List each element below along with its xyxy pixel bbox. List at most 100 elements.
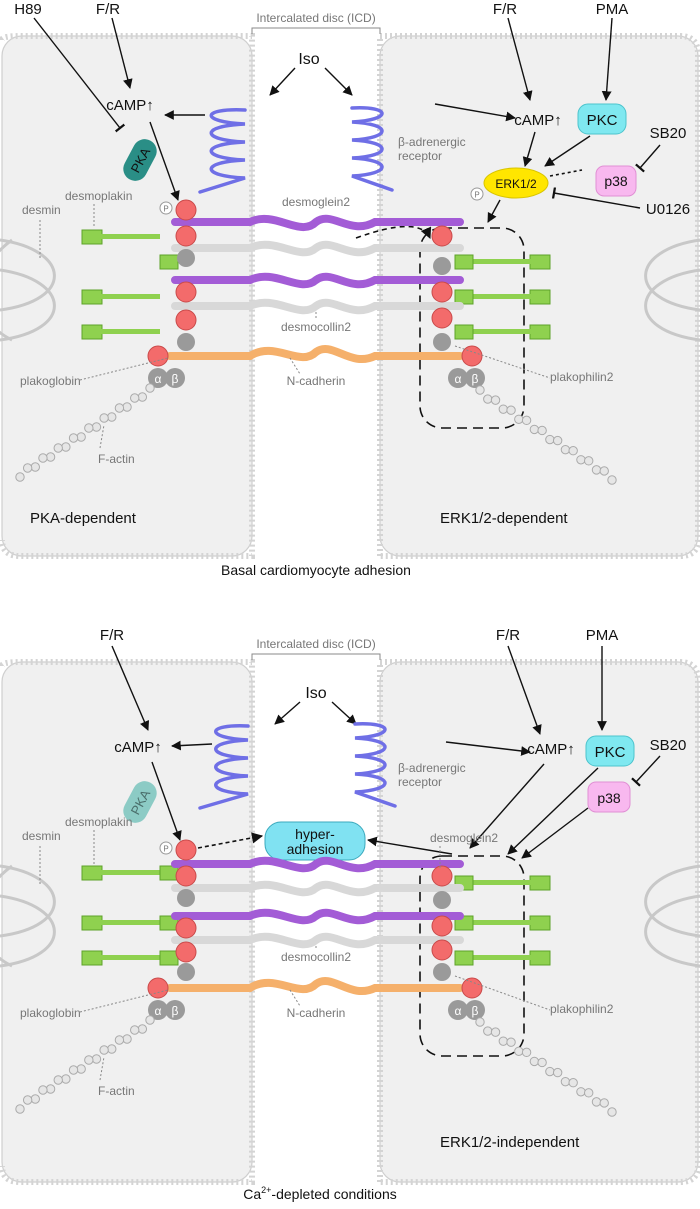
actin-bead bbox=[76, 1064, 86, 1074]
fr-right: F/R bbox=[493, 1, 517, 18]
actin-bead bbox=[514, 414, 524, 424]
hyper-label-1: hyper- bbox=[295, 826, 335, 842]
icd-bracket bbox=[251, 27, 381, 34]
plaque-left bbox=[175, 839, 197, 981]
ncadherin-band bbox=[166, 344, 464, 364]
receptor-right bbox=[353, 722, 397, 808]
actin-bead bbox=[107, 412, 117, 422]
actin-bead bbox=[475, 385, 485, 395]
u0126-label: U0126 bbox=[646, 201, 690, 218]
actin-bead bbox=[568, 1078, 578, 1088]
actin-bead bbox=[99, 413, 109, 423]
alpha-right: α bbox=[455, 1004, 462, 1018]
desmin-left bbox=[0, 864, 56, 968]
phospho-left bbox=[159, 201, 173, 215]
actin-bead bbox=[61, 442, 71, 452]
alpha-right: α bbox=[455, 372, 462, 386]
label-desmoglein2: desmoglein2 bbox=[430, 831, 498, 845]
actin-bead bbox=[490, 1027, 501, 1037]
iso-label: Iso bbox=[305, 685, 326, 702]
actin-bead bbox=[591, 465, 602, 475]
desmoglein2-b bbox=[171, 908, 464, 925]
mode-left: PKA-dependent bbox=[30, 510, 137, 527]
actin-bead bbox=[599, 1098, 609, 1108]
actin-bead bbox=[15, 472, 25, 482]
label-desmocollin2: desmocollin2 bbox=[281, 320, 351, 334]
actin-bead bbox=[514, 1046, 524, 1056]
actin-bead bbox=[22, 1095, 33, 1105]
desmocollin2-a bbox=[171, 240, 464, 257]
actin-bead bbox=[122, 1034, 132, 1044]
erk-label: ERK1/2 bbox=[495, 177, 537, 191]
actin-bead bbox=[84, 1055, 94, 1065]
mode-right: ERK1/2-independent bbox=[440, 1134, 580, 1151]
actin-bead bbox=[498, 1036, 508, 1046]
erk-independent-region bbox=[419, 855, 525, 1057]
actin-bead bbox=[475, 1017, 485, 1027]
actin-bead bbox=[576, 1087, 586, 1097]
actin-bead bbox=[53, 443, 63, 453]
pkc-label: PKC bbox=[595, 744, 626, 761]
actin-bead bbox=[137, 1024, 148, 1034]
receptor-label-2: receptor bbox=[398, 775, 442, 789]
camp-left: cAMP↑ bbox=[106, 97, 154, 114]
factin-right bbox=[475, 1017, 617, 1117]
desmoglein2-a bbox=[171, 856, 464, 873]
actin-bead bbox=[607, 475, 617, 485]
sb20-label: SB20 bbox=[650, 737, 687, 754]
actin-bead bbox=[545, 434, 555, 445]
actin-bead bbox=[591, 1097, 602, 1107]
fr-left: F/R bbox=[100, 627, 124, 644]
label-desmin: desmin bbox=[22, 203, 61, 217]
h89-label: H89 bbox=[14, 1, 42, 18]
receptor-left bbox=[198, 724, 250, 810]
receptor-right bbox=[350, 106, 394, 192]
erk-phospho-label: P bbox=[474, 191, 479, 200]
camp-right: cAMP↑ bbox=[514, 112, 562, 129]
factin-left bbox=[15, 1015, 155, 1114]
actin-bead bbox=[483, 394, 493, 404]
actin-bead bbox=[45, 1084, 56, 1094]
actin-bead bbox=[537, 1057, 547, 1068]
phospho-left-label: P bbox=[163, 845, 168, 854]
alpha-left: α bbox=[155, 1004, 162, 1018]
actin-bead bbox=[145, 383, 155, 393]
receptor-left bbox=[198, 108, 247, 194]
actin-bead bbox=[130, 393, 140, 403]
actin-bead bbox=[30, 462, 40, 472]
actin-bead bbox=[130, 1025, 140, 1035]
desmocollin2-a bbox=[171, 880, 464, 897]
erk-dependent-region bbox=[419, 227, 525, 429]
label-factin: F-actin bbox=[98, 1084, 135, 1098]
desmoglein2-b bbox=[171, 272, 464, 289]
actin-bead bbox=[53, 1075, 63, 1085]
pma-label: PMA bbox=[596, 1, 629, 18]
beta-right: β bbox=[472, 1004, 479, 1018]
beta-left: β bbox=[172, 1004, 179, 1018]
actin-bead bbox=[529, 1056, 540, 1067]
desmoplakin-right bbox=[470, 254, 551, 340]
actin-bead bbox=[30, 1094, 40, 1104]
label-desmoglein2: desmoglein2 bbox=[282, 195, 350, 209]
fr-right: F/R bbox=[496, 627, 520, 644]
actin-bead bbox=[137, 392, 148, 402]
label-desmoplakin: desmoplakin bbox=[65, 815, 132, 829]
erk-phospho bbox=[470, 187, 484, 201]
p38-node bbox=[595, 165, 637, 197]
actin-bead bbox=[38, 453, 48, 463]
actin-bead bbox=[68, 433, 79, 443]
actin-bead bbox=[99, 1045, 109, 1055]
actin-bead bbox=[584, 1088, 594, 1098]
actin-bead bbox=[114, 1035, 125, 1045]
actin-bead bbox=[560, 444, 571, 455]
actin-bead bbox=[537, 425, 547, 436]
panel-caption: Ca2+-depleted conditions bbox=[243, 1185, 396, 1202]
label-plakoglobin: plakoglobin bbox=[20, 374, 81, 388]
actin-bead bbox=[607, 1107, 617, 1117]
desmin-right bbox=[644, 864, 700, 968]
desmoplakin-left bbox=[81, 229, 160, 340]
icd-label: Intercalated disc (ICD) bbox=[256, 637, 375, 651]
plaque-left bbox=[175, 199, 197, 351]
actin-bead bbox=[498, 404, 508, 414]
